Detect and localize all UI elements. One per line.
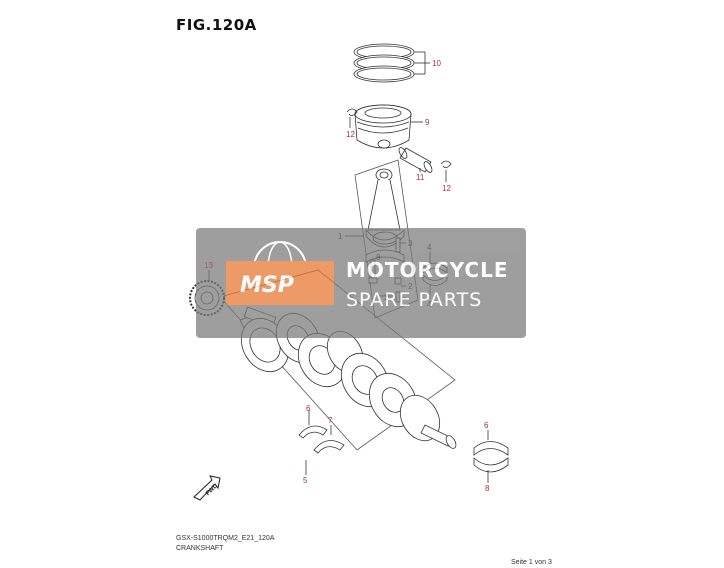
callout-6[interactable]: 6 [484,421,489,430]
figure-title: FIG.120A [176,16,257,34]
circlip-left[interactable] [346,108,358,116]
main-bearing[interactable] [473,441,509,473]
crankshaft[interactable] [232,305,458,450]
watermark-brand: MOTORCYCLE [346,258,508,282]
msp-logo-box [226,261,334,305]
piston-pin[interactable] [397,146,433,173]
callout-7[interactable]: 7 [328,416,333,425]
callout-12[interactable]: 12 [442,184,451,193]
callout-12[interactable]: 12 [346,130,355,139]
callout-10[interactable]: 10 [432,59,441,68]
callout-6[interactable]: 6 [306,404,311,413]
thrust-washer[interactable] [313,440,345,454]
watermark-sub: SPARE PARTS [346,289,482,311]
callout-9[interactable]: 9 [425,118,430,127]
watermark: MSP MOTORCYCLE SPARE PARTS [196,228,526,338]
circlip-right[interactable] [440,160,452,168]
callout-5[interactable]: 5 [303,476,308,485]
watermark-logo: MSP [240,273,294,298]
callout-11[interactable]: 11 [416,173,425,182]
page-info: Seite 1 von 3 [511,559,552,566]
figure-name: CRANKSHAFT [176,545,224,552]
thrust-washer[interactable] [298,425,328,439]
fwd-arrow-icon [193,475,221,501]
figure-code: GSX-S1000ТRQM2_E21_120A [176,535,275,542]
piston-rings[interactable] [353,43,415,83]
callout-8[interactable]: 8 [485,484,490,493]
piston[interactable] [354,104,412,149]
